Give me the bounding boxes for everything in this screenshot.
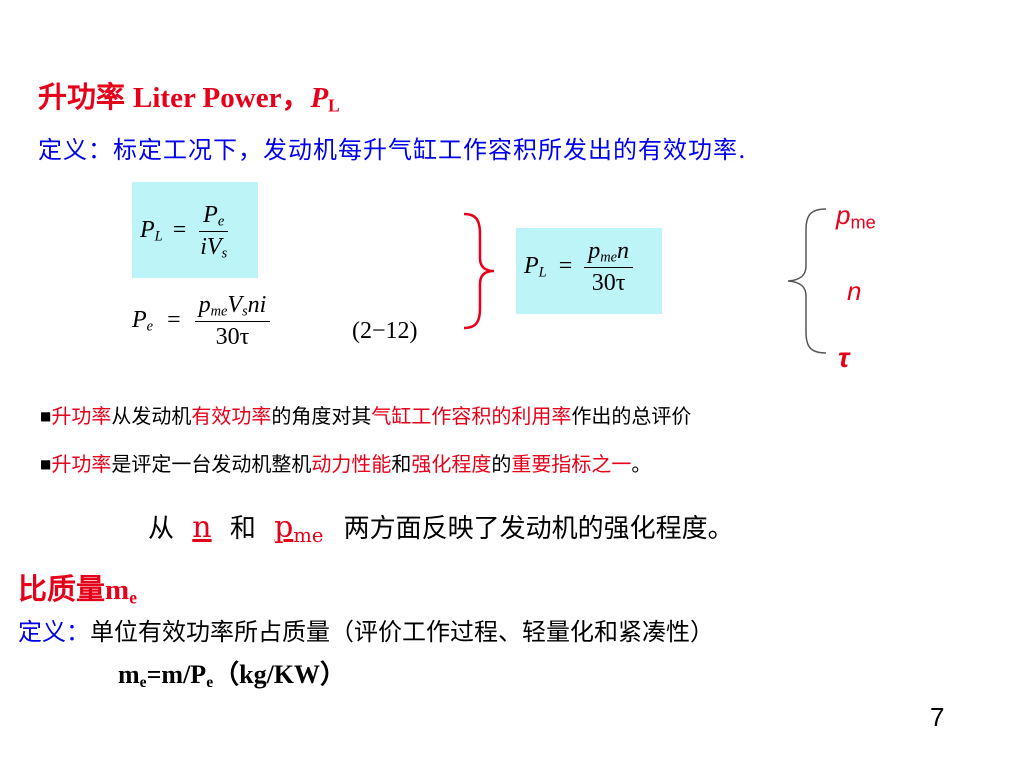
section-2-formula: me=m/Pe（kg/KW） xyxy=(118,654,346,691)
formula-2-num-v-sub: s xyxy=(242,303,248,320)
formula-3-den: 30τ xyxy=(591,270,626,296)
formula-2-den: 30τ xyxy=(215,324,250,350)
title-zh: 升功率 xyxy=(38,80,126,114)
section-2-formula-m-sub: e xyxy=(139,673,147,691)
summary-p-letter: p xyxy=(274,510,294,545)
summary-p-sub: me xyxy=(293,523,324,547)
bullet-1-part-4: 的角度对其 xyxy=(271,404,372,428)
section-2-formula-unit: （kg/KW） xyxy=(213,660,347,689)
summary-line: 从 n 和 pme 两方面反映了发动机的强化程度。 xyxy=(148,508,734,545)
factor-n: n xyxy=(847,276,862,306)
formula-2-lhs: P xyxy=(132,307,147,334)
formula-2-num-p: p xyxy=(198,292,211,318)
section-2-formula-p-sub: e xyxy=(206,673,214,691)
formula-3-equals: = xyxy=(558,253,573,280)
bullet-1-part-2: 从发动机 xyxy=(111,404,192,428)
section-2-title-sub: e xyxy=(129,587,137,608)
formula-1-den: iV xyxy=(200,234,222,260)
section-2-def-label: 定义： xyxy=(18,618,90,646)
right-brace-icon xyxy=(463,212,495,330)
formula-3-num-rest: n xyxy=(617,238,630,264)
section-2-formula-mid: =m/P xyxy=(146,660,207,689)
formula-2-num-v: V xyxy=(227,292,243,318)
summary-rest: 两方面反映了发动机的强化程度。 xyxy=(343,514,734,544)
title-symbol-sub: L xyxy=(328,95,340,116)
formula-1-lhs-sub: L xyxy=(154,228,163,245)
formula-liter-power-box: PL = Pe iVs xyxy=(132,182,258,278)
formula-3-num-p: p xyxy=(588,238,601,264)
formula-1-num-sub: e xyxy=(217,213,225,230)
equation-number: (2−12) xyxy=(352,318,418,344)
bullet-1-part-3: 有效功率 xyxy=(191,404,272,428)
formula-liter-power-derived-box: PL = pmen 30τ xyxy=(516,228,662,314)
left-brace-icon xyxy=(787,208,827,354)
bullet-1-part-1: 升功率 xyxy=(51,404,112,428)
bullet-marker-icon: ■ xyxy=(40,457,52,471)
bullet-2-part-8: 。 xyxy=(631,452,652,476)
summary-and: 和 xyxy=(229,514,256,544)
formula-2-equals: = xyxy=(167,307,181,334)
formula-1-equals: = xyxy=(172,217,187,244)
bullet-2-part-2: 是评定一台发动机整机 xyxy=(111,452,312,476)
formula-1-num: P xyxy=(203,202,218,228)
bullet-1-part-6: 作出的总评价 xyxy=(571,404,692,428)
bullet-2: ■升功率是评定一台发动机整机动力性能和强化程度的重要指标之一。 xyxy=(40,448,651,477)
section-2-definition: 定义：单位有效功率所占质量（评价工作过程、轻量化和紧凑性） xyxy=(18,612,714,647)
bullet-marker-icon: ■ xyxy=(40,409,52,423)
formula-effective-power: Pe = pmeVsni 30τ xyxy=(132,292,271,351)
formula-2-fraction: pmeVsni 30τ xyxy=(194,292,271,351)
section-2-title: 比质量me xyxy=(18,566,137,608)
bullet-2-part-1: 升功率 xyxy=(51,452,112,476)
formula-3-fraction: pmen 30τ xyxy=(584,238,634,297)
formula-2-num-rest: ni xyxy=(247,292,267,318)
section-2-title-zh: 比质量 xyxy=(18,572,106,606)
factor-pme-letter: p xyxy=(836,200,851,230)
bullet-2-part-7: 重要指标之一 xyxy=(511,452,632,476)
page-number: 7 xyxy=(930,702,945,732)
bullet-2-part-4: 和 xyxy=(391,452,412,476)
bullet-2-part-6: 的 xyxy=(491,452,512,476)
definition-liter-power: 定义：标定工况下，发动机每升气缸工作容积所发出的有效功率. xyxy=(38,136,747,164)
formula-3-lhs: P xyxy=(524,253,539,280)
title-en: Liter Power， xyxy=(133,82,311,114)
factor-tau: τ xyxy=(838,342,850,373)
title-symbol: P xyxy=(310,82,329,114)
formula-3-lhs-sub: L xyxy=(538,264,547,281)
section-2-formula-m: m xyxy=(118,660,140,689)
factor-pme: pme xyxy=(836,200,876,233)
bullet-1: ■升功率从发动机有效功率的角度对其气缸工作容积的利用率作出的总评价 xyxy=(40,400,691,429)
formula-3-num-p-sub: me xyxy=(600,249,618,266)
formula-1-fraction: Pe iVs xyxy=(196,202,231,261)
summary-from: 从 xyxy=(148,514,175,544)
summary-n: n xyxy=(192,510,212,545)
formula-1-lhs: P xyxy=(140,217,155,244)
summary-p: pme xyxy=(274,510,323,545)
bullet-2-part-3: 动力性能 xyxy=(311,452,392,476)
formula-2-lhs-sub: e xyxy=(146,318,154,335)
formula-1-den-sub: s xyxy=(221,245,228,262)
section-2-def-text: 单位有效功率所占质量（评价工作过程、轻量化和紧凑性） xyxy=(90,618,714,646)
bullet-1-part-5: 气缸工作容积的利用率 xyxy=(371,404,572,428)
section-2-title-sym: m xyxy=(105,574,130,606)
bullet-2-part-5: 强化程度 xyxy=(411,452,492,476)
formula-2-num-p-sub: me xyxy=(210,303,228,320)
factor-pme-sub: me xyxy=(850,212,876,233)
